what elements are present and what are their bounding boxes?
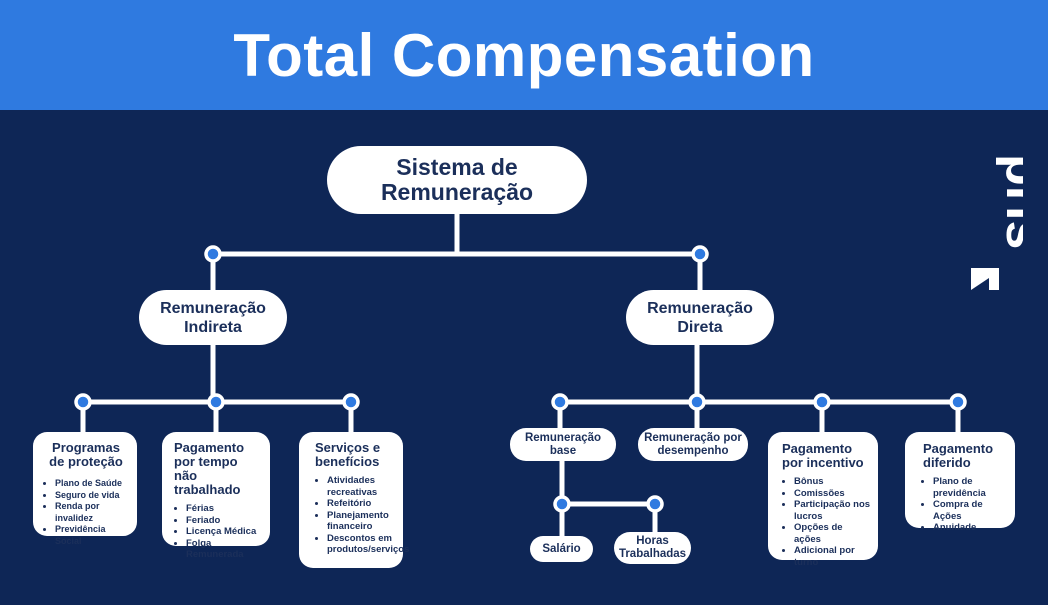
header-banner: Total Compensation <box>0 0 1048 110</box>
node-remuneracao-base: Remuneração base <box>510 428 616 461</box>
card-programas-protecao: Programas de proteção Plano de Saúde Seg… <box>33 432 137 546</box>
root-label-line2: Remuneração <box>380 179 534 205</box>
list-item: Compra de Ações <box>933 499 1009 522</box>
node-remuneracao-direta: Remuneração Direta <box>626 290 774 345</box>
list-item: Comissões <box>794 488 872 500</box>
list-item: Seguro de vida <box>55 490 133 502</box>
connector-dot <box>691 245 709 263</box>
card-pagamento-incentivo: Pagamento por incentivo Bônus Comissões … <box>768 432 878 568</box>
card-title: Serviços e benefícios <box>315 440 381 469</box>
node-label: Remuneração por desempenho <box>644 431 742 457</box>
root-node: Sistema de Remuneração <box>327 146 587 214</box>
card-title: Pagamento diferido <box>923 441 994 470</box>
card-pagamento-diferido: Pagamento diferido Plano de previdência … <box>905 432 1015 533</box>
indireta-label-line2: Indireta <box>184 318 242 336</box>
node-salario: Salário <box>530 536 593 562</box>
node-label: Remuneração base <box>524 431 602 457</box>
direta-label-line1: Remuneração <box>647 299 753 317</box>
list-item: Participação nos lucros <box>794 499 872 522</box>
list-item: Atividades recreativas <box>327 475 397 498</box>
list-item: Adicional por turno <box>794 545 872 568</box>
connector-dot <box>204 245 222 263</box>
indireta-label-line1: Remuneração <box>160 299 266 317</box>
card-title: Pagamento por incentivo <box>782 441 864 470</box>
connector-dot <box>551 393 569 411</box>
node-remuneracao-desempenho: Remuneração por desempenho <box>638 428 748 461</box>
direta-label-line2: Direta <box>677 318 723 336</box>
card-title: Pagamento por tempo não trabalhado <box>174 440 245 497</box>
pris-logo: pris <box>971 154 1023 290</box>
list-item: Planejamento financeiro <box>327 510 397 533</box>
page-title: Total Compensation <box>233 21 815 89</box>
connector-dot <box>342 393 360 411</box>
connector-dot <box>207 393 225 411</box>
card-pagamento-tempo-nao-trabalhado: Pagamento por tempo não trabalhado Féria… <box>162 432 270 560</box>
list-item: Plano de Saúde <box>55 478 133 490</box>
card-servicos-beneficios: Serviços e benefícios Atividades recreat… <box>299 432 409 568</box>
connector-dot <box>74 393 92 411</box>
list-item: Plano de previdência <box>933 476 1009 499</box>
list-item: Opções de ações <box>794 522 872 545</box>
connector-dot <box>813 393 831 411</box>
list-item: Folga Remunerada <box>186 538 264 561</box>
list-item: Feriado <box>186 515 264 527</box>
card-title: Programas de proteção <box>49 440 123 469</box>
node-horas-trabalhadas: Horas Trabalhadas <box>614 532 691 564</box>
connector-dot <box>646 495 664 513</box>
list-item: Previdência Social <box>55 524 133 547</box>
connector-dot <box>688 393 706 411</box>
list-item: Bônus <box>794 476 872 488</box>
node-label: Salário <box>542 542 581 555</box>
node-remuneracao-indireta: Remuneração Indireta <box>139 290 287 345</box>
connector-dot <box>949 393 967 411</box>
connector-dot <box>553 495 571 513</box>
list-item: Descontos em produtos/serviços <box>327 533 409 556</box>
logo-mark-icon <box>971 268 999 290</box>
list-item: Renda por invalidez <box>55 501 133 524</box>
list-item: Férias <box>186 503 264 515</box>
svg-text:pris: pris <box>995 154 1023 249</box>
list-item: Refeitório <box>327 498 397 510</box>
list-item: Anuidade <box>933 522 1009 534</box>
node-label: Horas Trabalhadas <box>618 535 687 560</box>
root-label-line1: Sistema de <box>396 154 518 180</box>
list-item: Licença Médica <box>186 526 264 538</box>
